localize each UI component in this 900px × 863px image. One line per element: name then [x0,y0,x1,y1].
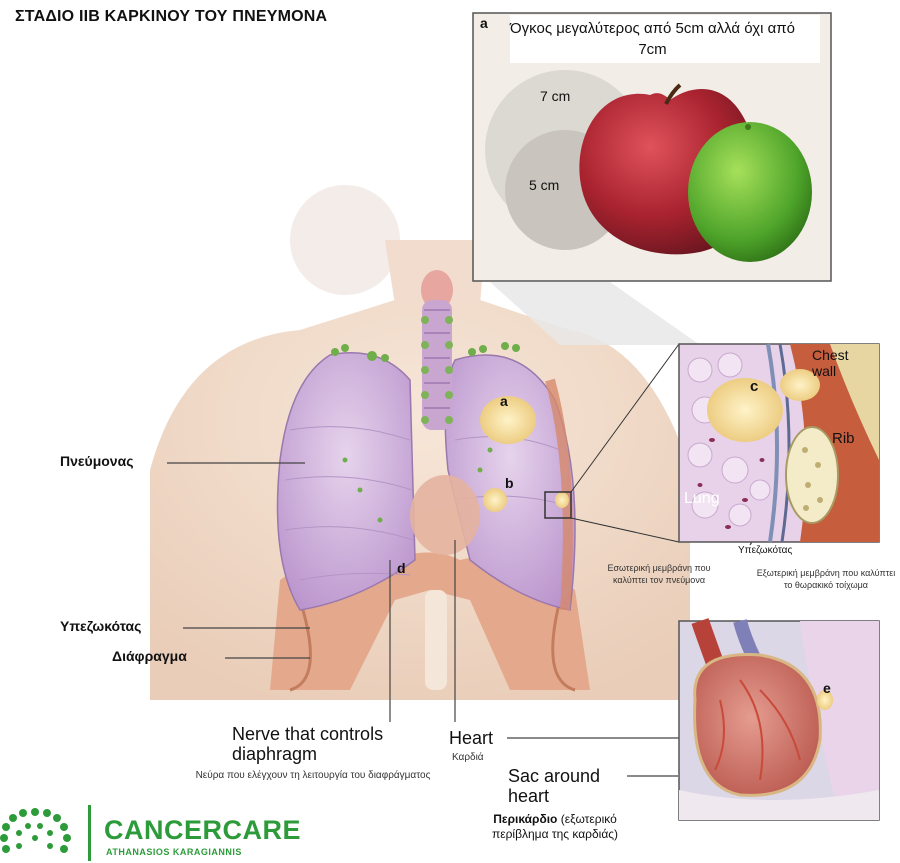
tumor-a [480,396,536,444]
inner-membrane-label: Εσωτερική μεμβράνη που καλύπτει τον πνεύ… [607,563,711,585]
page-title: ΣΤΑΔΙΟ IIB ΚΑΡΚΙΝΟΥ ΤΟΥ ΠΝΕΥΜΟΝΑ [15,8,328,25]
marker-b: b [505,475,514,491]
pericardium-desc: (εξωτερικό περίβλημα της καρδιάς) [491,812,619,841]
lymph-nodes [331,342,520,523]
inset-e-panel [678,618,880,821]
tumor-c [707,378,783,442]
lung-label: Πνεύμονας [60,453,134,469]
logo-divider [88,805,91,861]
heart-inset [693,653,822,797]
chest-wall-label: Chest wall [812,347,849,379]
cancercare-logo-mark [0,808,71,853]
rib-bone [785,426,839,524]
pleura-inset-label: Υπεζωκότας [738,545,793,556]
logo-subtitle: ATHANASIOS KARAGIANNIS [106,847,242,857]
pericardium-label: Περικάρδιο (εξωτερικό περίβλημα της καρδ… [470,812,640,842]
logo-name: CANCERCARE [104,815,302,845]
inset-c-letter: c [750,378,759,395]
sac-label: Sac around heart [508,766,601,806]
inset-a-panel [472,12,832,282]
size-label-5cm: 5 cm [529,177,560,193]
zoom-line [570,517,680,543]
spine [425,590,447,690]
diaphragm-label: Διάφραγμα [112,648,187,664]
size-label-7cm: 7 cm [540,88,571,104]
pericardium-bold: Περικάρδιο [493,812,558,826]
inset-c-panel [678,343,880,543]
marker-a: a [500,393,508,409]
outer-membrane-label: Εξωτερική μεμβράνη που καλύπτει το θωρακ… [756,568,896,590]
zoom-box [544,491,572,519]
inset-a-letter: a [480,15,488,31]
heart-shape [410,475,480,555]
nerve-label: Nerve that controls diaphragm [232,724,384,764]
heart-greek-label: Καρδιά [452,752,484,763]
marker-d: d [397,560,406,576]
tumor-c-small [555,492,569,508]
pleura-label: Υπεζωκότας [60,618,142,634]
heart-label: Heart [449,728,494,748]
tumor-b [483,488,507,512]
zoom-line [570,343,680,493]
left-lung [276,352,416,611]
trachea [421,270,453,430]
lung-inset-label: Lung [684,490,720,507]
inset-a-caption: Όγκος μεγαλύτερος από 5cm αλλά όχι από 7… [510,20,795,58]
rib-label: Rib [832,430,855,447]
tumor-e [817,690,833,710]
lime-illustration [688,122,812,262]
inset-e-letter: e [823,680,831,696]
inset-connector [490,282,700,345]
nerve-greek-label: Νεύρα που ελέγχουν τη λειτουργία του δια… [195,770,431,781]
